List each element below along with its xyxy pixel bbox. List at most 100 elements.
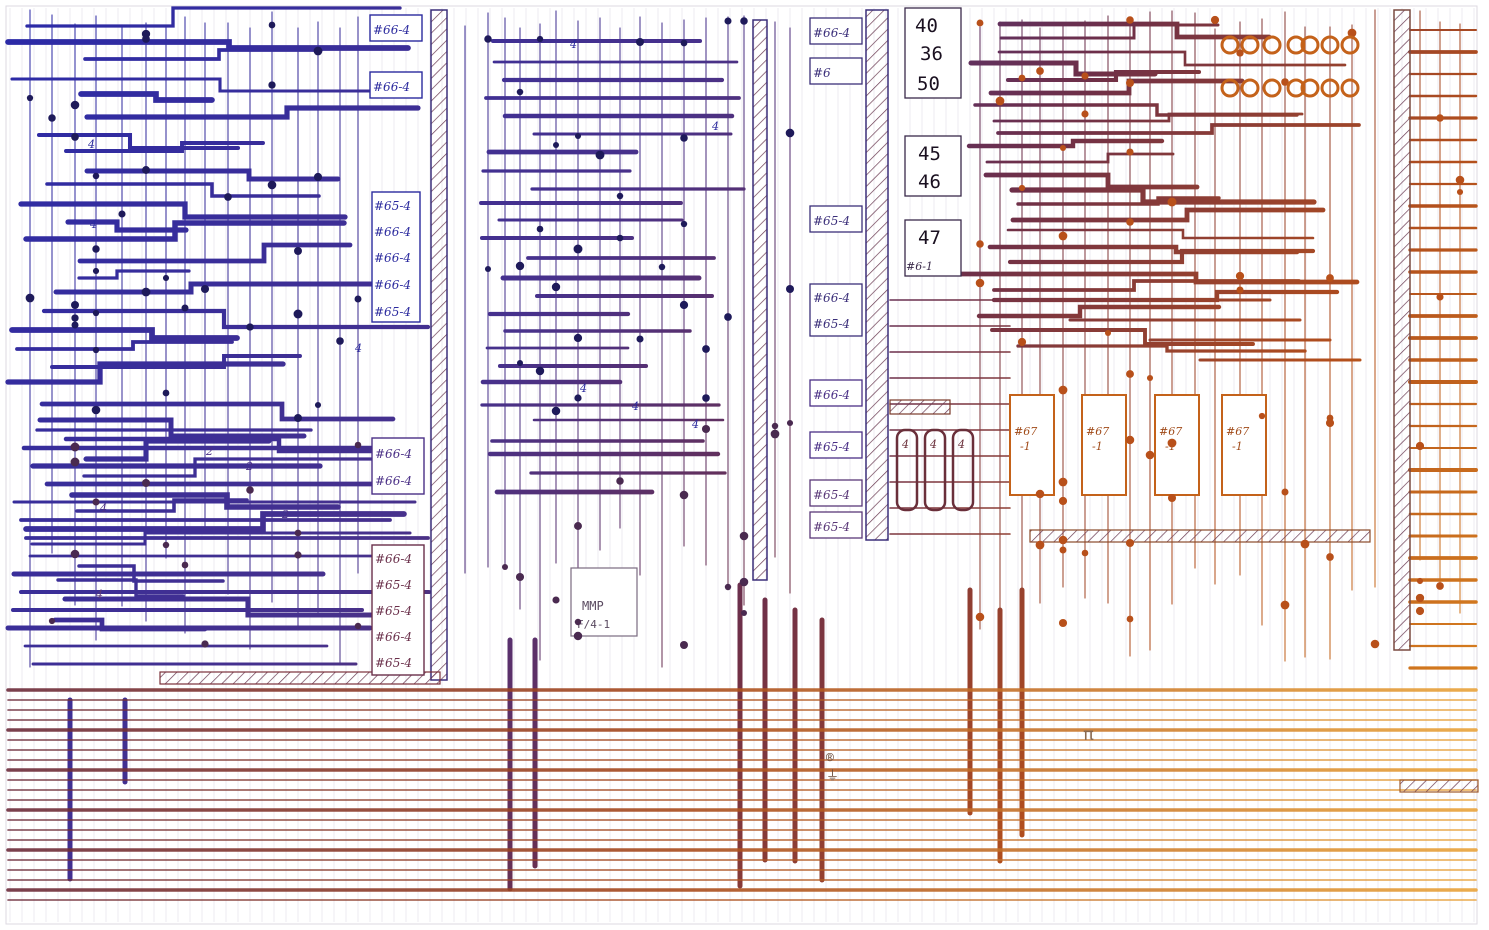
junction-dot	[1036, 67, 1044, 75]
coil-label: 4	[579, 382, 587, 395]
junction-dot	[574, 132, 582, 140]
junction-dot	[142, 35, 150, 43]
junction-dot	[141, 287, 151, 297]
horizontal-trace	[65, 219, 189, 233]
coil-number-marks: 4 4 4 4 4 4 4 4 4 4 2 2 2	[87, 38, 719, 601]
junction-dot	[574, 522, 582, 530]
horizontal-trace	[39, 401, 396, 422]
junction-dot	[1325, 418, 1335, 428]
coil-label: 2	[281, 508, 289, 521]
coil-label: 4	[569, 38, 577, 51]
junction-dot	[616, 192, 624, 200]
relay-block: #67 -1	[1009, 394, 1055, 496]
junction-dot	[702, 394, 710, 402]
relay-sub-label: -1	[1020, 440, 1031, 453]
junction-dot	[1058, 231, 1068, 241]
junction-dot	[1081, 549, 1089, 557]
ic-label: #65-4	[374, 199, 411, 213]
ic-label: #65-4	[375, 656, 412, 670]
small-relays: 4 4 4	[895, 428, 975, 512]
junction-dot	[1347, 28, 1357, 38]
coil-label: 4	[87, 138, 95, 151]
horizontal-trace	[77, 242, 353, 264]
junction-dot	[724, 17, 732, 25]
junction-dot	[294, 414, 302, 422]
horizontal-trace	[1005, 69, 1202, 83]
junction-dot	[1018, 74, 1026, 82]
junction-dot	[573, 244, 583, 254]
mmp-note: MMP F/4-1	[570, 567, 638, 637]
horizontal-trace	[1009, 187, 1317, 205]
coil-label: 4	[89, 218, 97, 231]
junction-dot	[267, 180, 277, 190]
horizontal-trace	[45, 182, 321, 198]
junction-dot	[574, 394, 582, 402]
junction-dot	[724, 583, 732, 591]
horizontal-trace	[84, 105, 421, 120]
horizontal-trace	[56, 578, 185, 598]
relay-coil	[923, 428, 947, 512]
junction-dot	[501, 563, 509, 571]
relay-label: #67	[1086, 425, 1109, 438]
pin-box	[904, 7, 962, 99]
coil-label: 4	[711, 120, 719, 133]
horizontal-trace	[62, 596, 421, 618]
ic-label: #66-4	[375, 474, 412, 488]
sheet-border	[5, 5, 1478, 925]
junction-dot	[70, 457, 80, 467]
junction-dot	[268, 21, 276, 29]
junction-dot	[162, 389, 170, 397]
relay-block: #67 -1	[1154, 394, 1200, 496]
junction-dot	[551, 406, 561, 416]
junction-dot	[1081, 110, 1089, 118]
junction-dot	[551, 282, 561, 292]
junction-dot	[680, 641, 688, 649]
junction-dot	[1280, 600, 1290, 610]
ic-label: #65-4	[813, 440, 850, 454]
junction-dot	[1125, 435, 1135, 445]
junction-dot	[739, 531, 749, 541]
junction-dot	[181, 561, 189, 569]
ic-label: #66-4	[813, 291, 850, 305]
relay-box	[1081, 394, 1127, 496]
coil-label: 4	[957, 438, 965, 451]
junction-dot	[515, 572, 525, 582]
ic-label: #66-4	[813, 26, 850, 40]
coil-label: 4	[631, 400, 639, 413]
terminal-ring	[1240, 35, 1260, 55]
junction-dot	[785, 284, 795, 294]
horizontal-trace	[997, 21, 1272, 40]
ic-label: #66-4	[373, 23, 410, 37]
coil-label: 2	[205, 445, 213, 458]
coil-label: 4	[929, 438, 937, 451]
terminal-ring	[1340, 35, 1360, 55]
junction-dot	[293, 309, 303, 319]
terminal-ring	[1320, 35, 1340, 55]
junction-dot	[536, 225, 544, 233]
rail-horizontal-d	[1399, 779, 1479, 793]
junction-dot	[162, 274, 170, 282]
horizontal-trace	[983, 172, 1200, 190]
junction-dot	[246, 486, 254, 494]
horizontal-trace	[999, 23, 1220, 40]
horizontal-trace	[9, 327, 240, 341]
ic-label: #65-4	[813, 520, 850, 534]
junction-dot	[70, 442, 80, 452]
horizontal-trace	[41, 308, 431, 330]
pin-box	[904, 135, 962, 197]
hatched-rails	[159, 9, 1479, 793]
ic-label: #66-4	[374, 278, 411, 292]
junction-dot	[313, 46, 323, 56]
junction-dot	[1210, 15, 1220, 25]
junction-dot	[636, 38, 644, 46]
ic-label: #66-4	[375, 630, 412, 644]
junction-dot	[1326, 553, 1334, 561]
junction-dot	[1167, 197, 1177, 207]
junction-dot	[1059, 144, 1067, 152]
junction-dot	[294, 529, 302, 537]
junction-dot	[680, 134, 688, 142]
junction-dot	[976, 19, 984, 27]
horizontal-trace	[78, 91, 215, 103]
junction-dot	[552, 596, 560, 604]
horizontal-trace	[64, 141, 265, 153]
